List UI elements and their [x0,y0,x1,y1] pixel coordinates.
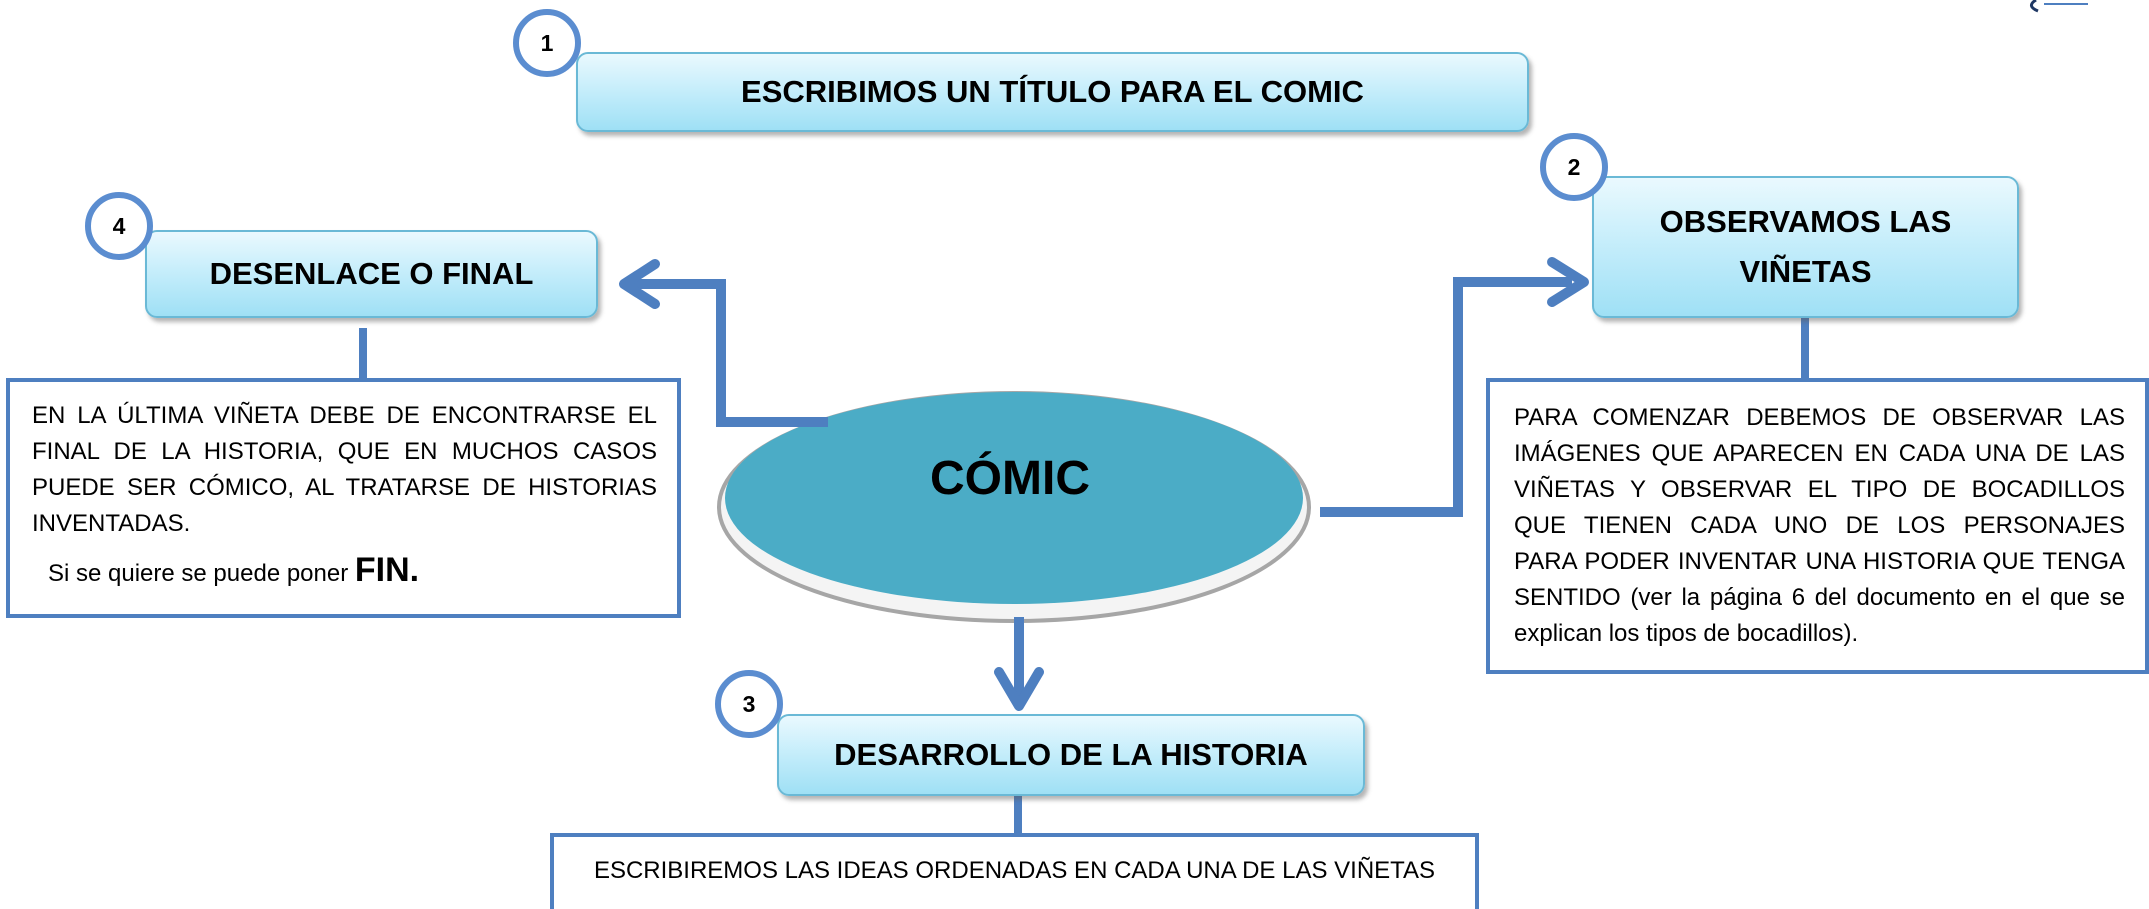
step-1-title: ESCRIBIMOS UN TÍTULO PARA EL COMIC [741,74,1364,110]
step-2-number: 2 [1567,153,1581,180]
step-2-title-line1: OBSERVAMOS LAS [1659,204,1952,240]
center-label: CÓMIC [930,452,1090,505]
step-4-note-emphasis: FIN. [354,551,420,589]
step-3-title: DESARROLLO DE LA HISTORIA [834,737,1308,773]
step-2-description-box: PARA COMENZAR DEBEMOS DE OBSERVAR LAS IM… [1486,378,2149,674]
step-4-number: 4 [112,212,126,239]
step-4-title-box: DESENLACE O FINAL [145,230,598,318]
connector-to-step-2 [1320,277,1572,517]
step-3-number: 3 [742,690,756,717]
step-3-description-box: ESCRIBIREMOS LAS IDEAS ORDENADAS EN CADA… [550,833,1479,909]
step-2-description: PARA COMENZAR DEBEMOS DE OBSERVAR LAS IM… [1514,404,2125,647]
step-3-description: ESCRIBIREMOS LAS IDEAS ORDENADAS EN CADA… [593,857,1436,884]
connector-to-step-4 [632,279,828,427]
arrowhead-step-2 [1547,257,1589,307]
step-4-badge: 4 [85,192,153,260]
step-4-description: EN LA ÚLTIMA VIÑETA DEBE DE ENCONTRARSE … [32,402,657,537]
corner-logo [2030,0,2088,13]
step-1-badge: 1 [513,9,581,77]
step-2-title-box: OBSERVAMOS LAS VIÑETAS [1592,176,2019,318]
step-2-badge: 2 [1540,133,1608,201]
step-4-note-prefix: Si se quiere se puede poner [48,560,355,587]
step-4-description-box: EN LA ÚLTIMA VIÑETA DEBE DE ENCONTRARSE … [6,378,681,618]
step-3-title-box: DESARROLLO DE LA HISTORIA [777,714,1365,796]
arrowhead-step-4 [619,259,660,309]
step-4-title: DESENLACE O FINAL [209,256,534,292]
step-3-badge: 3 [715,670,783,738]
center-ellipse [725,392,1303,604]
step-2-title-line2: VIÑETAS [1739,254,1872,289]
step-1-number: 1 [540,29,554,56]
arrowhead-step-3 [994,667,1044,711]
step-1-title-box: ESCRIBIMOS UN TÍTULO PARA EL COMIC [576,52,1529,132]
step-4-note: Si se quiere se puede poner FIN. [32,552,657,592]
